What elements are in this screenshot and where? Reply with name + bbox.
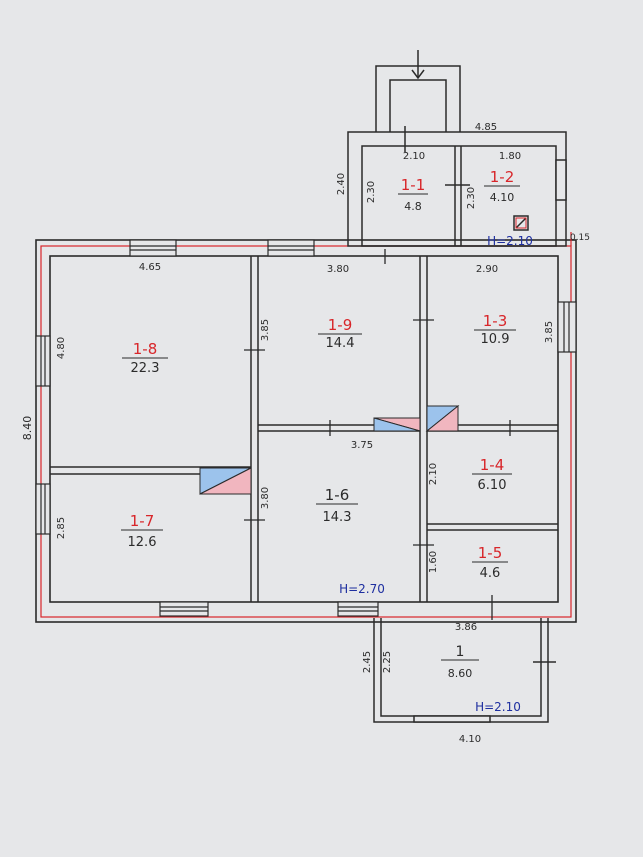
room-code-1-4: 1-4 xyxy=(480,456,505,474)
room-area-1-9: 14.4 xyxy=(326,336,355,351)
room-area-1-3: 10.9 xyxy=(481,332,510,347)
room-code-1-2: 1-2 xyxy=(490,168,515,186)
dim-2-45: 2.45 xyxy=(362,651,373,673)
room-area-1-8: 22.3 xyxy=(131,361,160,376)
dim-1-80: 1.80 xyxy=(499,151,521,162)
dim-3-85-mid: 3.85 xyxy=(260,319,271,341)
heights: H=2.70 H=2.10 H=2.10 xyxy=(339,234,533,714)
room-area-1-5: 4.6 xyxy=(480,566,501,581)
room-code-1-6: 1-6 xyxy=(325,486,350,504)
room-labels: 1-8 22.3 1-9 14.4 1-3 10.9 1-4 6.10 1-5 … xyxy=(121,168,520,680)
windows xyxy=(35,239,577,617)
dim-2-25: 2.25 xyxy=(382,651,393,673)
door-marks xyxy=(244,249,511,620)
dim-0-15: 0.15 xyxy=(570,233,590,243)
stairs xyxy=(199,404,460,495)
room-area-porch: 8.60 xyxy=(448,667,473,680)
room-area-1-4: 6.10 xyxy=(478,478,507,493)
height-main: H=2.70 xyxy=(339,582,385,596)
vestibule-walls xyxy=(347,50,567,247)
room-code-1-3: 1-3 xyxy=(483,312,508,330)
dim-2-90: 2.90 xyxy=(476,264,498,275)
dim-4-85: 4.85 xyxy=(475,122,497,133)
height-vestibule: H=2.10 xyxy=(487,234,533,248)
room-code-1-1: 1-1 xyxy=(401,176,426,194)
room-code-1-7: 1-7 xyxy=(130,512,155,530)
dim-3-85-right: 3.85 xyxy=(544,321,555,343)
room-area-1-2: 4.10 xyxy=(490,191,515,204)
dim-3-80-top: 3.80 xyxy=(327,264,349,275)
dim-8-40: 8.40 xyxy=(21,416,34,441)
dim-1-60: 1.60 xyxy=(428,551,439,573)
room-area-1-6: 14.3 xyxy=(323,510,352,525)
dim-2-85: 2.85 xyxy=(56,517,67,539)
dimensions-horizontal: 4.85 2.10 1.80 0.15 4.65 3.80 2.90 3.75 … xyxy=(139,122,590,745)
dim-4-80: 4.80 xyxy=(56,337,67,359)
dim-2-40: 2.40 xyxy=(336,173,347,195)
height-porch: H=2.10 xyxy=(475,700,521,714)
dim-2-30-mid: 2.30 xyxy=(466,187,477,209)
dim-4-10: 4.10 xyxy=(459,734,481,745)
dim-2-10-mid: 2.10 xyxy=(428,463,439,485)
dimensions-vertical: 2.40 2.30 2.30 4.80 8.40 3.85 3.85 3.80 … xyxy=(21,173,555,673)
dim-2-30-left: 2.30 xyxy=(366,181,377,203)
dim-2-10-top: 2.10 xyxy=(403,151,425,162)
dim-3-75: 3.75 xyxy=(351,440,373,451)
room-area-1-7: 12.6 xyxy=(128,535,157,550)
room-code-1-5: 1-5 xyxy=(478,544,503,562)
dim-4-65: 4.65 xyxy=(139,262,161,273)
room-code-1-8: 1-8 xyxy=(133,340,158,358)
room-code-porch: 1 xyxy=(456,644,465,660)
dim-3-80-mid: 3.80 xyxy=(260,487,271,509)
dim-3-86: 3.86 xyxy=(455,622,477,633)
porch-walls xyxy=(373,618,556,723)
room-code-1-9: 1-9 xyxy=(328,316,353,334)
room-area-1-1: 4.8 xyxy=(404,200,422,213)
